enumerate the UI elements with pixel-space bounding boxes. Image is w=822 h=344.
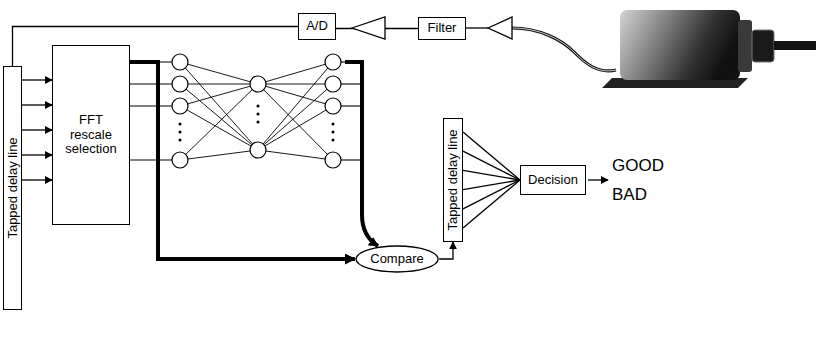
delay-line-box: Tapped delay line — [3, 66, 22, 310]
ellipse-outline — [356, 246, 438, 272]
neuron — [325, 98, 341, 114]
ellipsis-dot — [332, 139, 335, 142]
box-label: Filter — [428, 21, 457, 36]
input-line — [130, 61, 172, 62]
network-link — [180, 84, 258, 85]
decision-box: Decision — [520, 165, 586, 195]
network-link — [180, 84, 258, 150]
box-label: FFT rescale selection — [59, 113, 123, 158]
output-line — [341, 159, 360, 160]
box-label: Tapped delay line — [5, 137, 20, 238]
bypass-bus — [130, 62, 355, 259]
box-label: Compare — [370, 252, 423, 267]
network-link — [180, 150, 258, 160]
network-link — [180, 106, 258, 150]
neuron — [172, 76, 188, 92]
signal-connector — [22, 154, 52, 155]
output-bus — [345, 62, 378, 246]
output-line — [341, 83, 360, 84]
neuron — [250, 142, 266, 158]
network-link — [180, 84, 258, 160]
signal-connector — [22, 179, 52, 180]
compare-ellipse: Compare — [355, 245, 439, 273]
neuron — [325, 76, 341, 92]
network-link — [258, 84, 333, 150]
network-link — [258, 106, 333, 150]
output-line — [341, 105, 360, 106]
input-line — [130, 159, 172, 160]
sensor-cable-highlight — [512, 28, 616, 71]
neuron — [172, 54, 188, 70]
network-link — [258, 62, 333, 84]
ellipsis-dot — [179, 123, 182, 126]
ellipsis-dot — [257, 121, 260, 124]
ellipsis-dot — [179, 139, 182, 142]
box-label: Tapped delay line — [446, 129, 461, 230]
signal-connector — [463, 151, 520, 180]
delay-line-box: Tapped delay line — [443, 118, 463, 242]
ellipsis-dot — [257, 113, 260, 116]
network-link — [258, 84, 333, 160]
output-line — [341, 61, 360, 62]
box-label: A/D — [306, 19, 328, 34]
output-arrow — [588, 179, 608, 180]
network-link — [180, 62, 258, 84]
signal-connector — [463, 170, 520, 180]
neuron — [172, 98, 188, 114]
signal-connector — [463, 180, 520, 228]
signal-wire — [466, 27, 488, 28]
network-link — [258, 84, 333, 85]
signal-connector — [22, 104, 52, 105]
ellipsis-dot — [332, 123, 335, 126]
ellipsis-dot — [257, 105, 260, 108]
motor-endcap — [752, 30, 774, 62]
amplifier-symbol — [352, 17, 385, 39]
signal-connector — [439, 242, 453, 259]
converter-box: A/D — [298, 13, 336, 40]
signal-connector — [463, 132, 520, 180]
box-label: Decision — [528, 173, 578, 188]
network-link — [180, 62, 258, 150]
neuron — [325, 54, 341, 70]
motor-body — [620, 10, 740, 80]
ellipsis-dot — [332, 131, 335, 134]
signal-connector — [22, 79, 52, 80]
neural-network — [130, 54, 360, 168]
motor-shaft — [774, 41, 816, 50]
amplifier-symbol — [488, 17, 512, 39]
filter-box: Filter — [418, 17, 466, 40]
ellipsis-dot — [179, 131, 182, 134]
input-line — [130, 105, 172, 106]
network-link — [258, 150, 333, 160]
fft-box: FFT rescale selection — [52, 45, 130, 225]
output-label: GOOD — [612, 157, 664, 176]
motor-flange — [738, 20, 752, 72]
network-link — [258, 62, 333, 150]
neuron — [325, 152, 341, 168]
neuron — [172, 152, 188, 168]
input-line — [130, 83, 172, 84]
output-label: BAD — [612, 186, 647, 205]
signal-connector — [22, 129, 52, 130]
neuron — [250, 76, 266, 92]
sensor-cable — [512, 28, 616, 71]
